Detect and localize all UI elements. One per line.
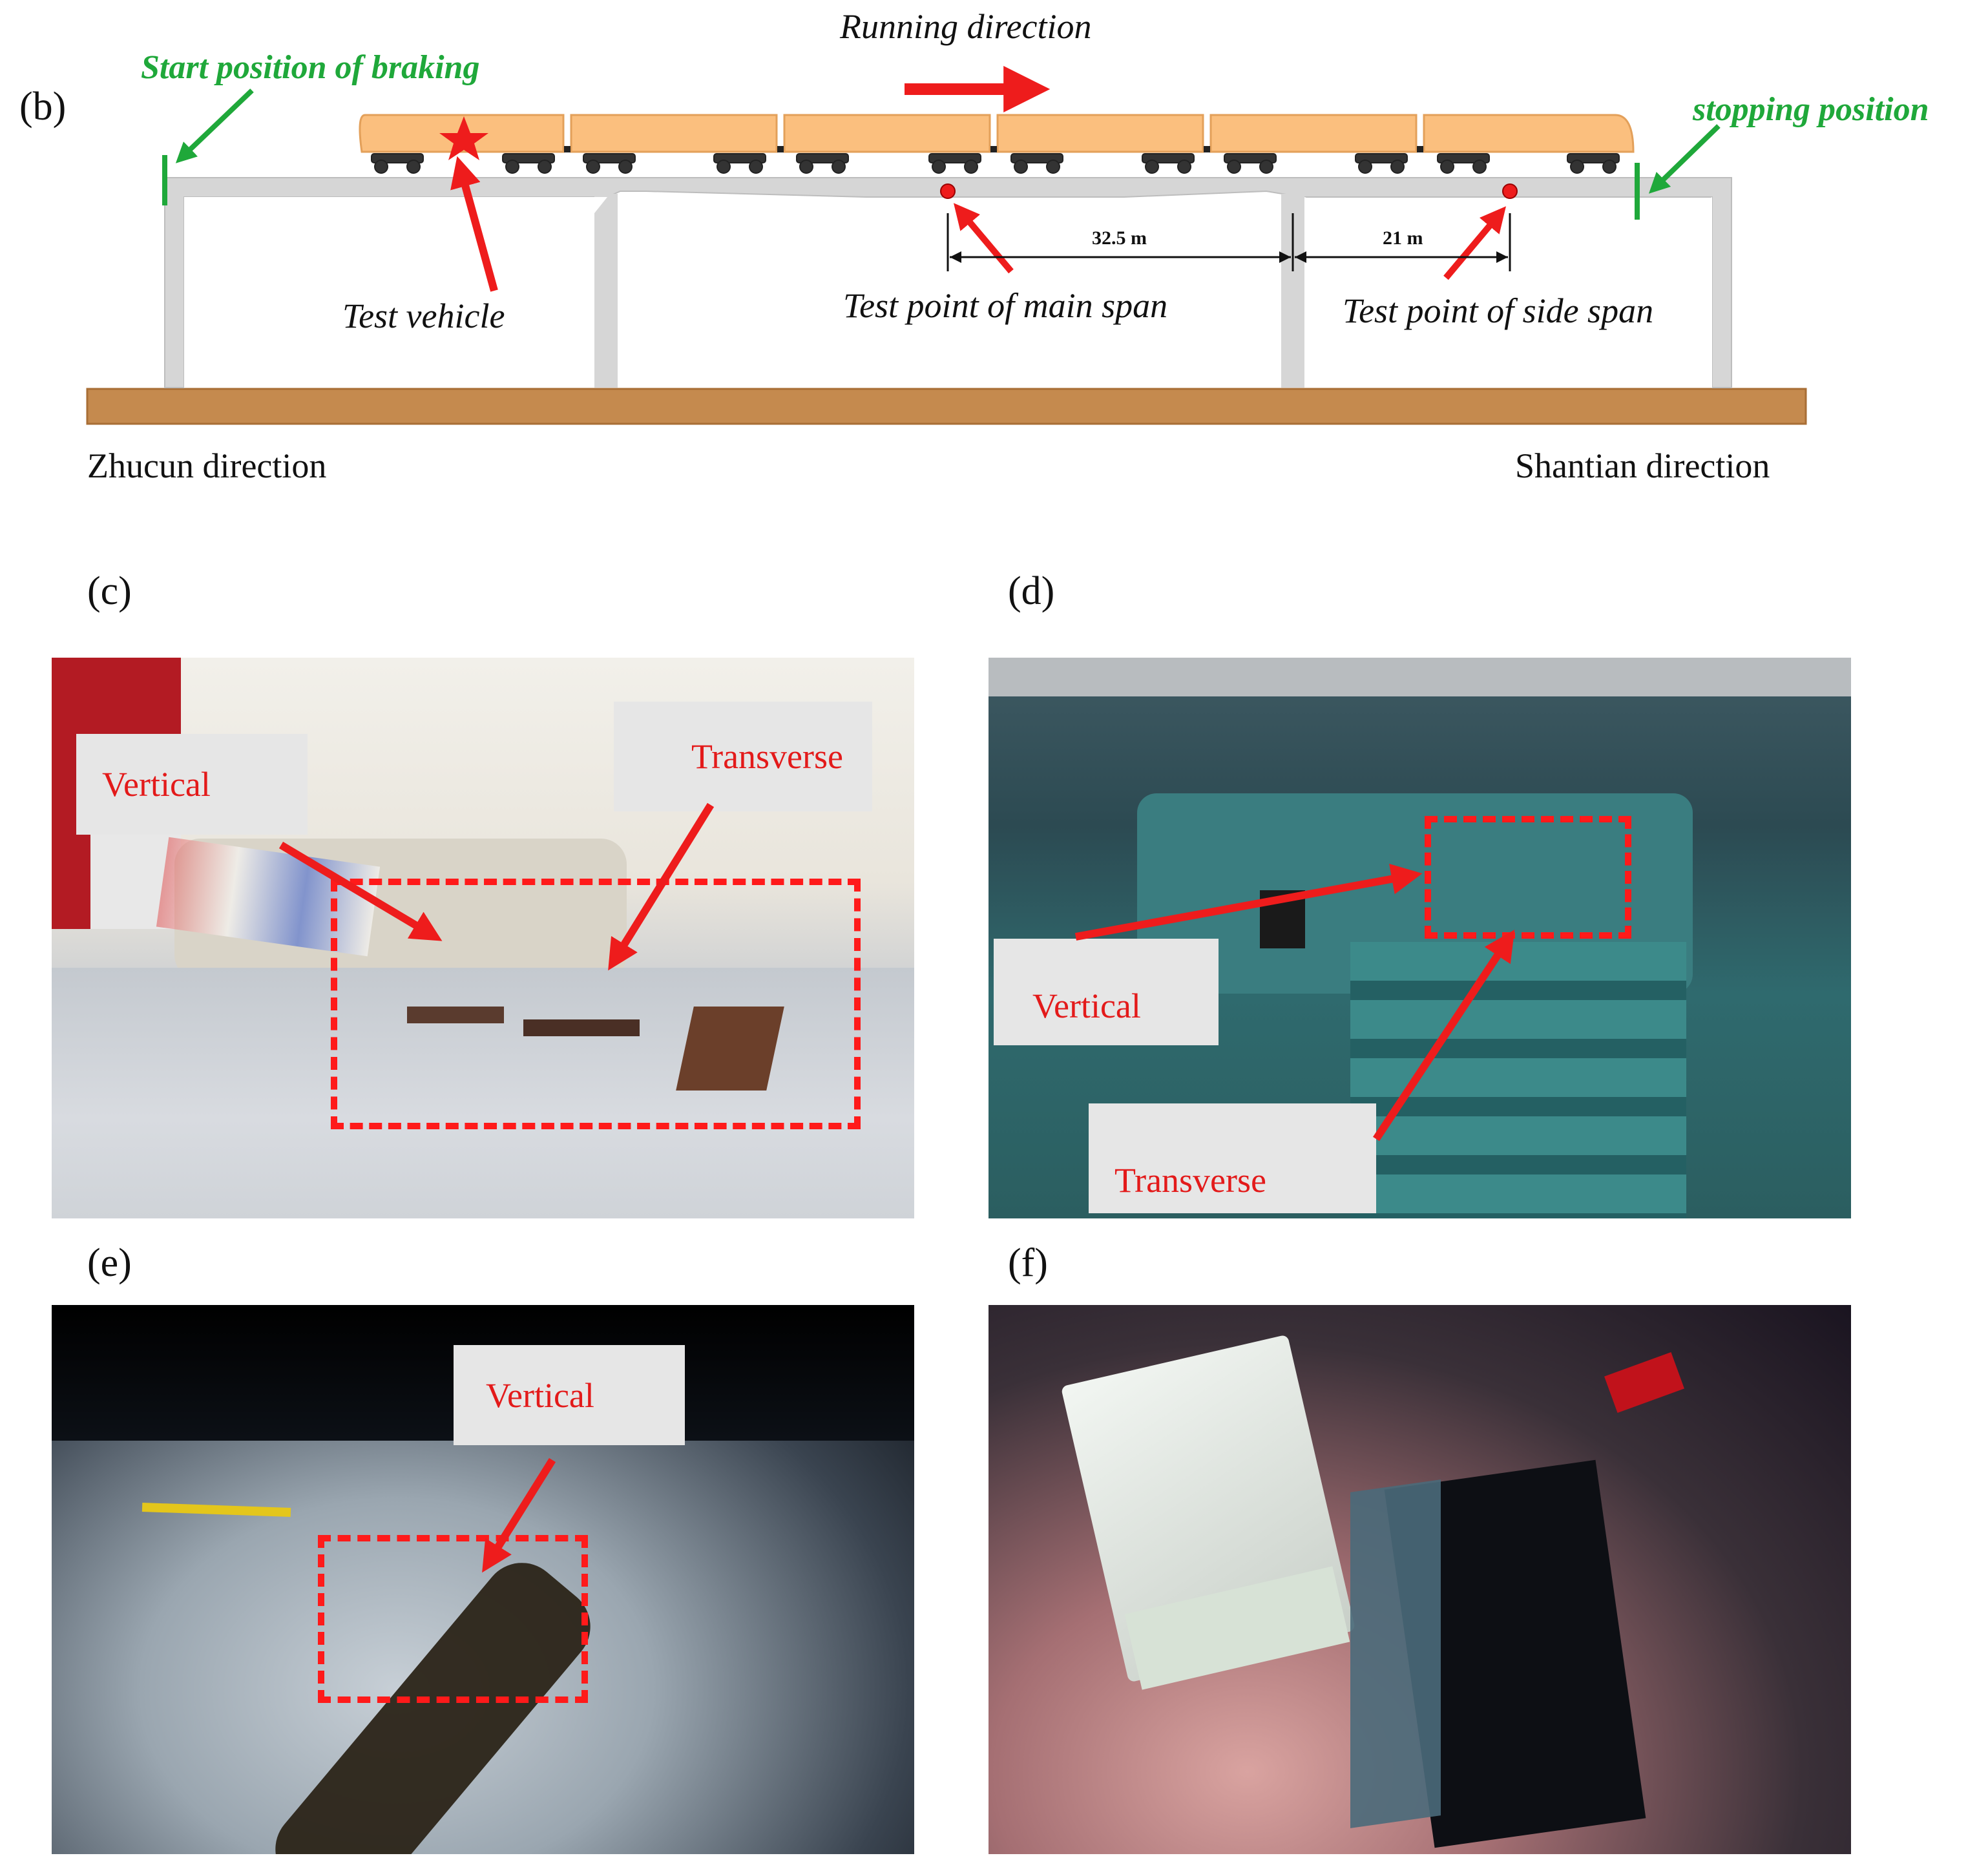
panel-c-vertical-label: Vertical (76, 734, 308, 835)
panel-e-letter: (e) (87, 1241, 132, 1285)
start-braking-label: Start position of braking (141, 49, 480, 86)
panel-b-letter: (b) (19, 85, 67, 129)
shantian-direction-label: Shantian direction (1515, 446, 1770, 485)
test-vehicle-star (439, 116, 488, 160)
panel-d-sensor-box (1425, 816, 1631, 939)
panel-c-sensor-box (331, 879, 861, 1129)
running-direction-label: Running direction (840, 7, 1092, 46)
panel-f-photo (989, 1305, 1851, 1854)
ground-strip (86, 388, 1807, 425)
bridge-diagram (86, 66, 1807, 425)
dim-main-label: 32.5 m (1092, 227, 1147, 249)
panel-c-transverse-label: Transverse (614, 702, 872, 811)
zhucun-direction-label: Zhucun direction (87, 446, 327, 485)
test-point-side-label: Test point of side span (1343, 291, 1654, 330)
panel-e-vertical-label: Vertical (454, 1345, 685, 1445)
pier-1 (594, 194, 618, 388)
test-point-main-marker (940, 183, 956, 199)
panel-d-photo: Vertical Transverse (989, 658, 1851, 1218)
panel-f-letter: (f) (1008, 1241, 1048, 1285)
panel-e-photo: Vertical (52, 1305, 914, 1854)
test-point-main-label: Test point of main span (843, 286, 1168, 325)
panel-e-sensor-box (318, 1535, 588, 1703)
panel-c-photo: Vertical Transverse (52, 658, 914, 1218)
test-vehicle-label: Test vehicle (342, 297, 505, 335)
panel-d-letter: (d) (1008, 569, 1055, 613)
dim-side-label: 21 m (1383, 227, 1423, 249)
bogies (371, 153, 1620, 174)
test-point-side-marker (1502, 183, 1518, 199)
panel-c-letter: (c) (87, 569, 132, 613)
panel-d-transverse-label: Transverse (1089, 1103, 1376, 1213)
panel-d-vertical-label: Vertical (994, 939, 1219, 1045)
stopping-position-label: stopping position (1693, 91, 1929, 128)
